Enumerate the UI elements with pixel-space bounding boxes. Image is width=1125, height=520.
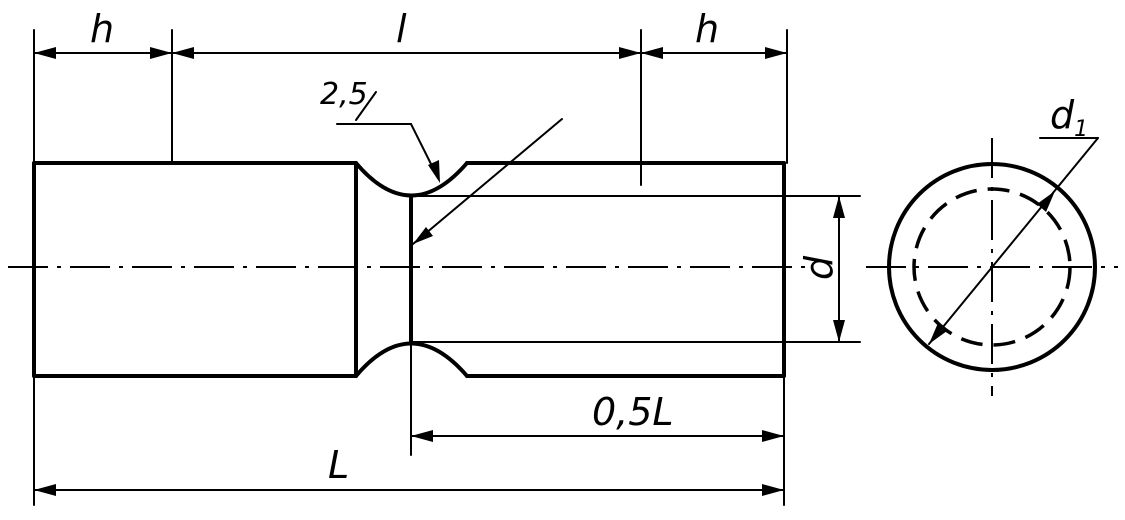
dim-d1: d1	[1050, 93, 1088, 142]
groove-section-arrow	[413, 227, 433, 244]
dim-d1-subscript: 1	[1074, 117, 1088, 142]
dim-half-L-line	[410, 430, 785, 442]
outer-circle	[887, 162, 1097, 372]
dim-groove-radius: 2,5	[320, 77, 368, 112]
dim-l: l	[396, 7, 407, 51]
dim-half-L: 0,5L	[592, 390, 674, 434]
groove-section-leader	[412, 118, 563, 245]
groove-top-arc	[354, 161, 469, 198]
top-dimension-line	[33, 47, 788, 59]
dim-h-left: h	[90, 7, 114, 51]
dim-d1-main: d	[1050, 93, 1075, 137]
dim-L: L	[328, 443, 349, 487]
dim-d-line	[833, 195, 845, 343]
right-shoulder	[465, 161, 786, 378]
dim-h-right: h	[695, 7, 719, 51]
dim-d: d	[797, 255, 841, 280]
specimen-side-view	[32, 161, 786, 378]
groove-radius-leader	[336, 91, 440, 183]
dim-L-line	[33, 484, 785, 496]
extension-lines	[33, 29, 861, 506]
d1-dimension-line	[928, 137, 1099, 345]
left-shoulder	[32, 161, 358, 378]
cross-section-view	[887, 137, 1099, 372]
inner-hidden-circle	[912, 187, 1072, 347]
